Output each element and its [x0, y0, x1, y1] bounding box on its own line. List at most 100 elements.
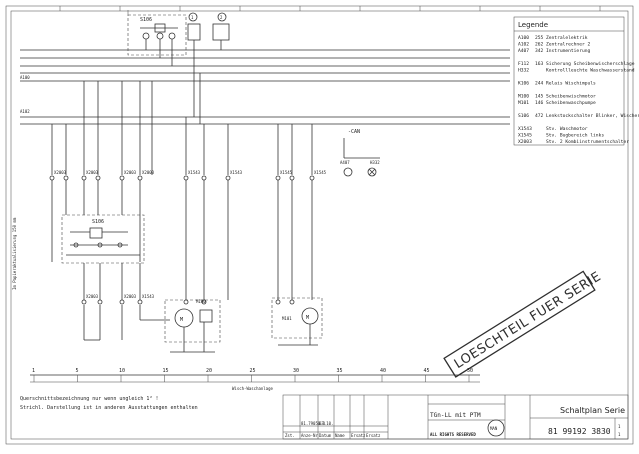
- sheet-total: 1: [618, 432, 621, 437]
- legend-text: Zentralelektrik: [546, 35, 588, 41]
- sheet-border: [5, 5, 634, 445]
- legend-code: F112: [518, 61, 529, 67]
- ruler-tick-label: 40: [380, 368, 386, 374]
- h332-label: H332: [370, 160, 380, 165]
- rail-label-a102: A102: [20, 109, 30, 114]
- svg-text:M: M: [180, 317, 183, 323]
- power-rails: A100 A102: [20, 49, 510, 125]
- legend-code: A102: [518, 42, 529, 48]
- rev-header-datum: Datum: [319, 433, 332, 438]
- ruler-tick-label: 5: [76, 368, 79, 374]
- rev-header-anze: Anze-Nr: [301, 433, 318, 438]
- rev-header-name: Name: [335, 433, 345, 438]
- legend-text: Relais Wischimpuls: [546, 81, 596, 87]
- legend-num: 244: [535, 81, 544, 87]
- vehicle-type: TGn-LL mit PTM: [430, 412, 481, 419]
- svg-text:MAN: MAN: [490, 426, 498, 431]
- ruler-tick-label: 15: [163, 368, 169, 374]
- gauge-icon: [343, 167, 353, 177]
- drawing-number: 81 99192 3830: [548, 427, 611, 436]
- lower-feeds: [51, 180, 313, 300]
- side-margin-label: Im Papieraktualisierung 150 mm: [12, 217, 17, 290]
- s106-mid-label: S106: [92, 219, 104, 225]
- rights-reserved: ALL RIGHTS RESERVED: [430, 432, 476, 437]
- relay-top-k106: 1 2: [187, 12, 230, 73]
- connector-row-upper: X2003 X2003 X2003 X2003 X1543 X1543 X154…: [49, 170, 327, 181]
- s106-top-label: S106: [140, 17, 152, 23]
- legend-item: H332 Kontrollleuchte Waschwasserstand: [518, 68, 635, 74]
- sheet-number: 1: [618, 424, 621, 429]
- legend-code: M100: [518, 94, 529, 100]
- connector-label: X2003: [124, 294, 137, 299]
- note-line-2: Strichl. Darstellung ist in anderen Auss…: [20, 405, 198, 411]
- rail-label-a100: A100: [20, 75, 30, 80]
- indicator-lamp-icon: [367, 167, 377, 177]
- legend-text: Lenkstockschalter Blinker, Wischer und S…: [546, 113, 639, 119]
- rev-header-ersatz-2: Ersatz: [366, 433, 381, 438]
- ruler-tick-label: 30: [293, 368, 299, 374]
- connector-label: X2003: [124, 170, 137, 175]
- rev-header-ersatz: Ersatz: [351, 433, 366, 438]
- connector-label: X1543: [142, 294, 155, 299]
- legend-num: 145: [535, 94, 544, 100]
- legend-text: Stv. Waschmotor: [546, 126, 588, 132]
- connector-label: X1543: [188, 170, 201, 175]
- legend-num: 472: [535, 113, 544, 119]
- ruler-tick-label: 10: [119, 368, 125, 374]
- ruler-tick-label: 50: [467, 368, 473, 374]
- drawing-title: Schaltplan Serie: [560, 406, 625, 415]
- grid-marks-top: [59, 6, 601, 11]
- title-block: 81.79050.0 07.10. Zst. Anze-Nr Datum Nam…: [282, 394, 629, 440]
- connector-label: X1543: [230, 170, 243, 175]
- legend-code: H332: [518, 68, 529, 74]
- note-line-1: Querschnittsbezeichnung nur wenn ungleic…: [20, 396, 158, 402]
- legend-code: X2003: [518, 139, 532, 145]
- s106-mid-switch: S106: [61, 214, 145, 264]
- legend-code: K106: [518, 81, 529, 87]
- svg-text:M: M: [306, 315, 309, 321]
- legend-text: Sicherung Scheibenwischerschlage: [546, 61, 635, 67]
- connector-label: X2003: [86, 294, 99, 299]
- a407-label: A407: [340, 160, 350, 165]
- legend-code: X1545: [518, 133, 532, 139]
- can-instrument-block: -CAN A407 H332: [340, 129, 380, 177]
- revision-number: 81.79050.0: [301, 421, 326, 426]
- ruler-tick-label: 25: [250, 368, 256, 374]
- svg-text:1: 1: [191, 15, 194, 20]
- m101-washer-pump: M M101: [271, 297, 323, 346]
- legend-code: A100: [518, 35, 529, 41]
- legend-text: Kontrollleuchte Waschwasserstand: [546, 68, 635, 74]
- vertical-feeds: [51, 73, 313, 175]
- legend-num: 163: [535, 61, 544, 67]
- lower-wiring: [83, 263, 170, 341]
- svg-text:2: 2: [220, 15, 223, 20]
- legend-heading: Legende: [518, 21, 548, 29]
- legend-text: Instrumentierung: [546, 48, 590, 54]
- legend-code: M101: [518, 100, 529, 106]
- legend-text: Stv. 2 Kombiinstrumentschalter: [546, 139, 629, 145]
- m100-label: M100: [196, 299, 206, 304]
- connector-row-lower: X2003 X2003 X1543: [81, 294, 295, 305]
- legend-num: 255: [535, 35, 544, 41]
- legend-text: Scheibenwischmotor: [546, 94, 596, 100]
- m101-label: M101: [282, 316, 292, 321]
- ruler-tick-label: 35: [337, 368, 343, 374]
- rev-header-zst: Zst.: [285, 433, 295, 438]
- connector-label: X2003: [54, 170, 67, 175]
- m100-wiper-motor: M M100: [164, 299, 221, 353]
- ruler-tick-label: 20: [206, 368, 212, 374]
